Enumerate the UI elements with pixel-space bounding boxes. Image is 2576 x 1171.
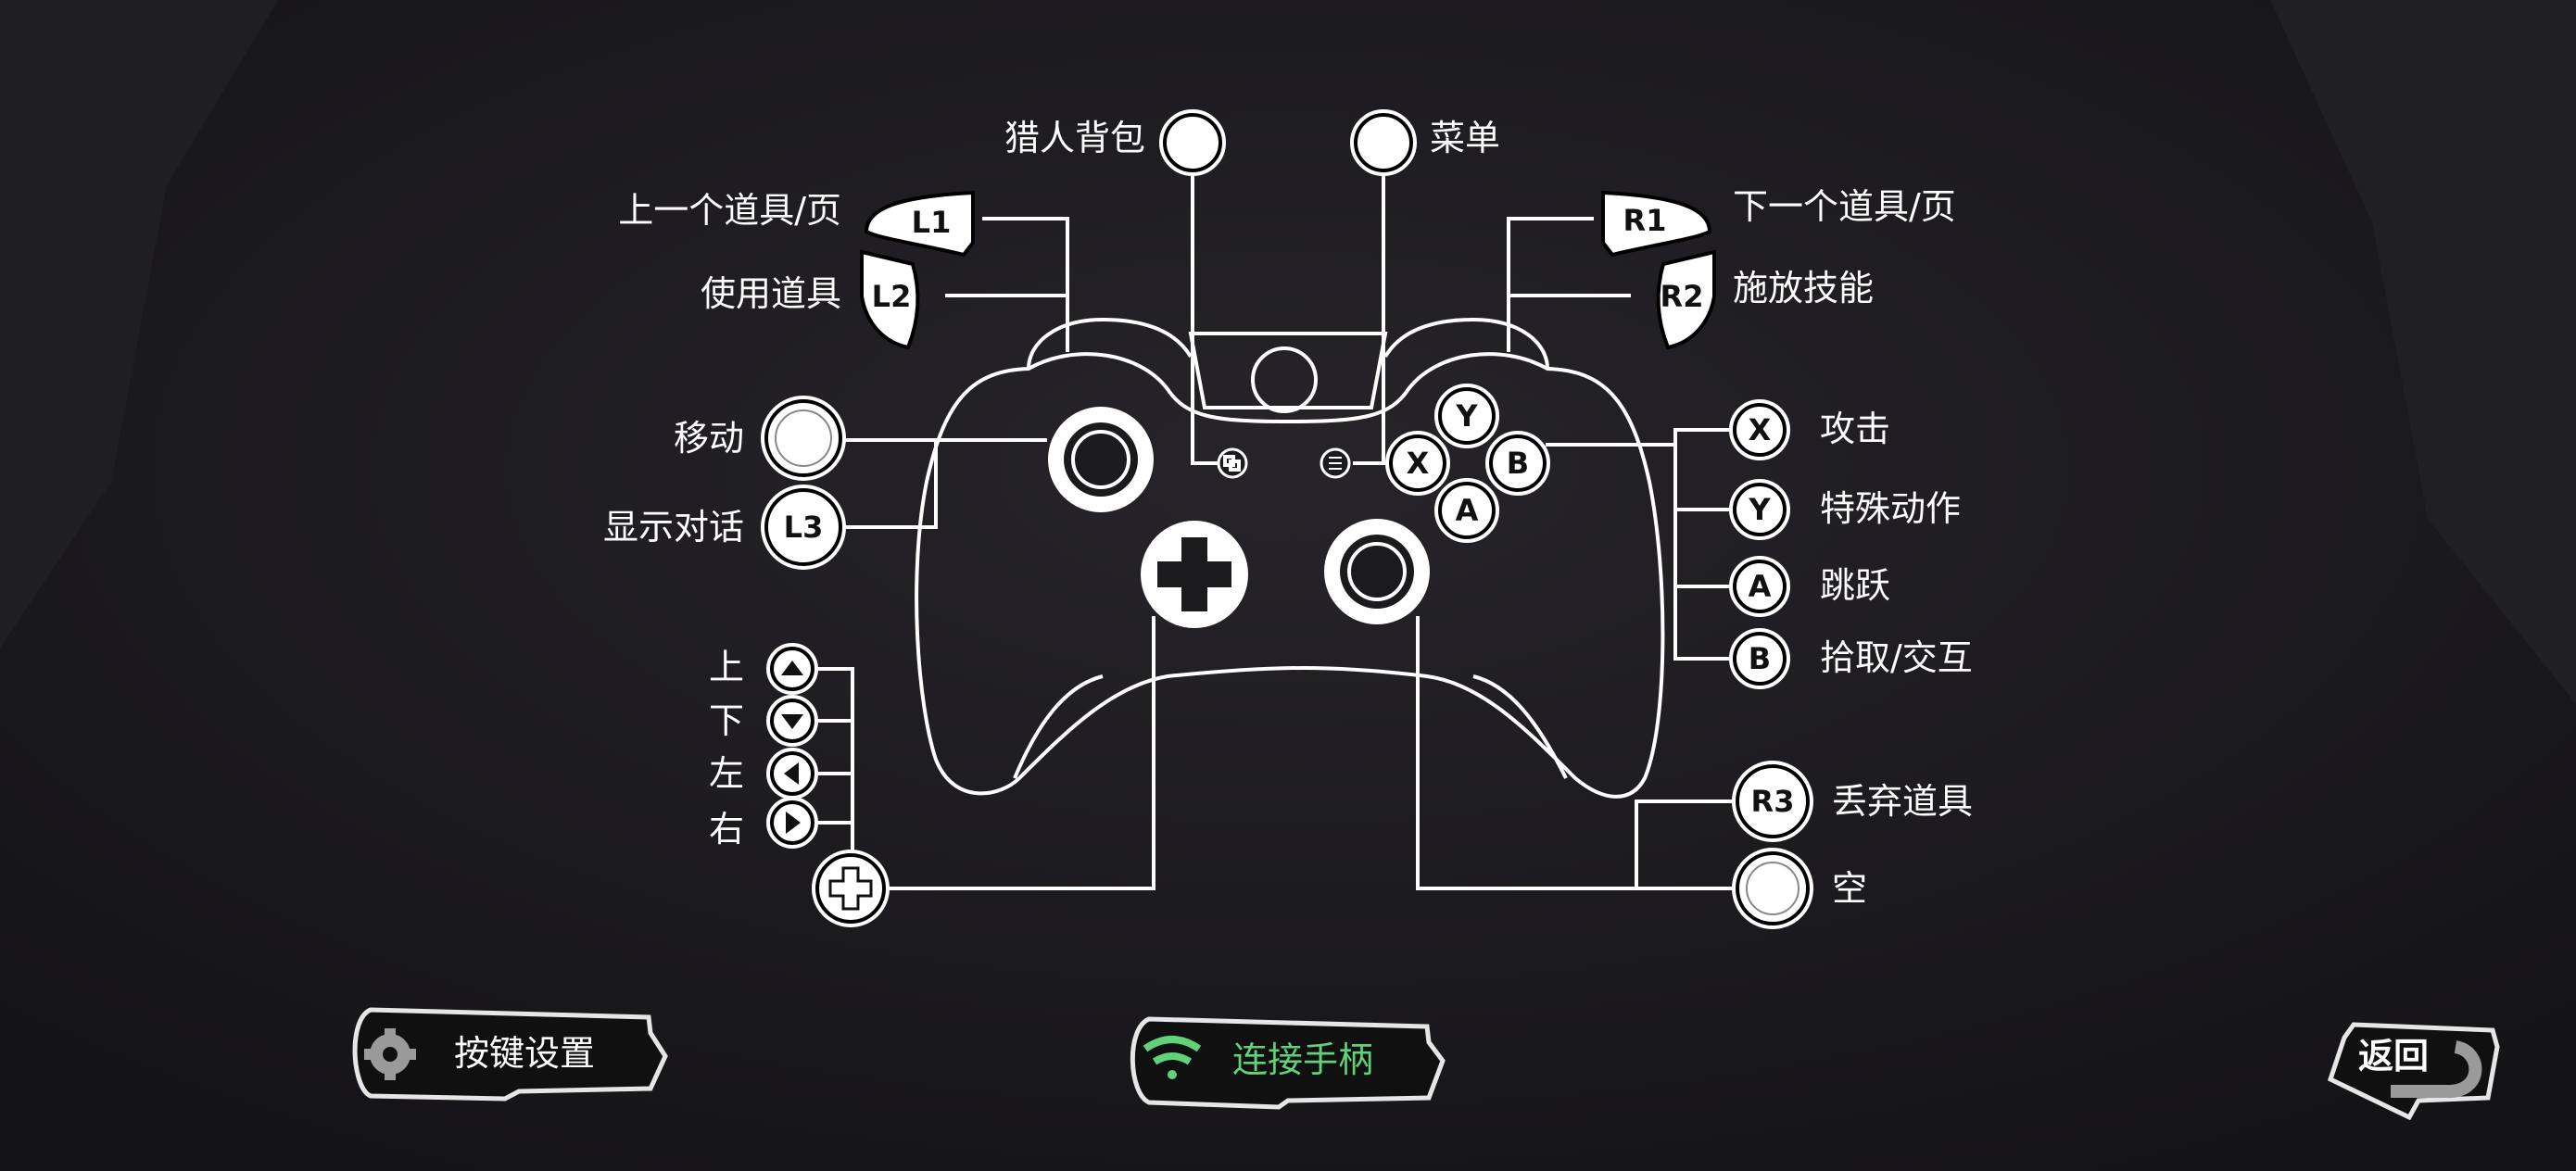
r3-button-icon[interactable]: R3 xyxy=(1732,761,1813,842)
y-button-icon[interactable]: Y xyxy=(1729,479,1790,540)
dpad-right-label: 右 xyxy=(709,809,744,850)
drop-item-label: 丢弃道具 xyxy=(1832,781,1973,822)
dpad-up-icon[interactable] xyxy=(766,643,818,695)
key-settings-button[interactable]: 按键设置 xyxy=(352,1007,668,1102)
svg-text:B: B xyxy=(1749,641,1771,676)
dpad-right-icon[interactable] xyxy=(766,797,818,849)
show-dialog-label: 显示对话 xyxy=(603,507,744,548)
svg-text:Y: Y xyxy=(1455,398,1478,434)
svg-text:L3: L3 xyxy=(784,510,824,545)
return-arrow-icon xyxy=(2391,1040,2482,1098)
key-settings-label: 按键设置 xyxy=(454,1033,595,1074)
face-button-b[interactable]: B xyxy=(1485,431,1550,496)
jump-label: 跳跃 xyxy=(1820,565,1890,606)
connector-lines xyxy=(814,176,1735,890)
svg-text:A: A xyxy=(1456,493,1479,528)
pickup-interact-label: 拾取/交互 xyxy=(1820,637,1973,678)
l1-label: 上一个道具/页 xyxy=(618,190,841,231)
b-button-icon[interactable]: B xyxy=(1729,628,1790,689)
dpad-left-label: 左 xyxy=(709,753,744,794)
connect-controller-button[interactable]: 连接手柄 xyxy=(1130,1016,1446,1110)
r1-button-icon[interactable]: R1 xyxy=(1601,190,1712,258)
back-label: 返回 xyxy=(2358,1036,2429,1077)
bg-shard xyxy=(0,0,278,648)
r2-label: 施放技能 xyxy=(1733,268,1874,308)
r2-button-icon[interactable]: R2 xyxy=(1656,249,1716,350)
x-button-icon[interactable]: X xyxy=(1729,399,1790,460)
menu-button[interactable] xyxy=(1320,447,1351,479)
face-button-a[interactable]: A xyxy=(1434,478,1499,543)
l1-button-icon[interactable]: L1 xyxy=(864,190,975,258)
move-label: 移动 xyxy=(674,418,744,459)
a-button-icon[interactable]: A xyxy=(1729,556,1790,617)
controller-outline xyxy=(915,317,1665,799)
connect-controller-label: 连接手柄 xyxy=(1232,1039,1373,1080)
menu-label: 菜单 xyxy=(1430,118,1500,158)
face-button-y[interactable]: Y xyxy=(1434,384,1499,448)
hunter-bag-button-icon[interactable] xyxy=(1159,109,1226,176)
wifi-icon xyxy=(1143,1036,1202,1079)
svg-text:X: X xyxy=(1749,412,1772,447)
face-button-x[interactable]: X xyxy=(1385,431,1450,496)
left-stick[interactable] xyxy=(1048,407,1154,512)
empty-label: 空 xyxy=(1832,868,1867,909)
dpad-icon[interactable] xyxy=(812,850,890,927)
svg-text:L1: L1 xyxy=(912,205,952,240)
back-button[interactable]: 返回 xyxy=(2327,1022,2500,1121)
dpad[interactable] xyxy=(1141,521,1248,628)
svg-text:X: X xyxy=(1407,446,1430,481)
dpad-down-label: 下 xyxy=(709,700,744,741)
l2-button-icon[interactable]: L2 xyxy=(860,249,920,350)
l2-label: 使用道具 xyxy=(701,273,841,314)
bg-shard xyxy=(2270,0,2576,704)
svg-text:Y: Y xyxy=(1748,492,1771,527)
special-action-label: 特殊动作 xyxy=(1820,488,1961,529)
svg-text:B: B xyxy=(1507,446,1529,481)
dpad-down-icon[interactable] xyxy=(766,695,818,747)
l3-button-icon[interactable]: L3 xyxy=(761,485,846,570)
menu-button-icon[interactable] xyxy=(1350,109,1417,176)
r1-label: 下一个道具/页 xyxy=(1733,186,1956,227)
hunter-bag-label: 猎人背包 xyxy=(1004,118,1145,158)
svg-text:R3: R3 xyxy=(1751,784,1795,819)
attack-label: 攻击 xyxy=(1820,409,1890,449)
view-button[interactable] xyxy=(1217,447,1248,479)
right-stick-icon[interactable] xyxy=(1732,848,1813,929)
svg-text:L2: L2 xyxy=(872,279,912,314)
left-stick-icon[interactable] xyxy=(761,396,846,481)
dpad-up-label: 上 xyxy=(709,647,744,687)
svg-text:A: A xyxy=(1749,569,1772,604)
dpad-left-icon[interactable] xyxy=(766,748,818,800)
svg-text:R2: R2 xyxy=(1661,279,1704,314)
gear-icon xyxy=(364,1028,416,1080)
svg-text:R1: R1 xyxy=(1623,203,1667,238)
right-stick[interactable] xyxy=(1324,519,1430,624)
